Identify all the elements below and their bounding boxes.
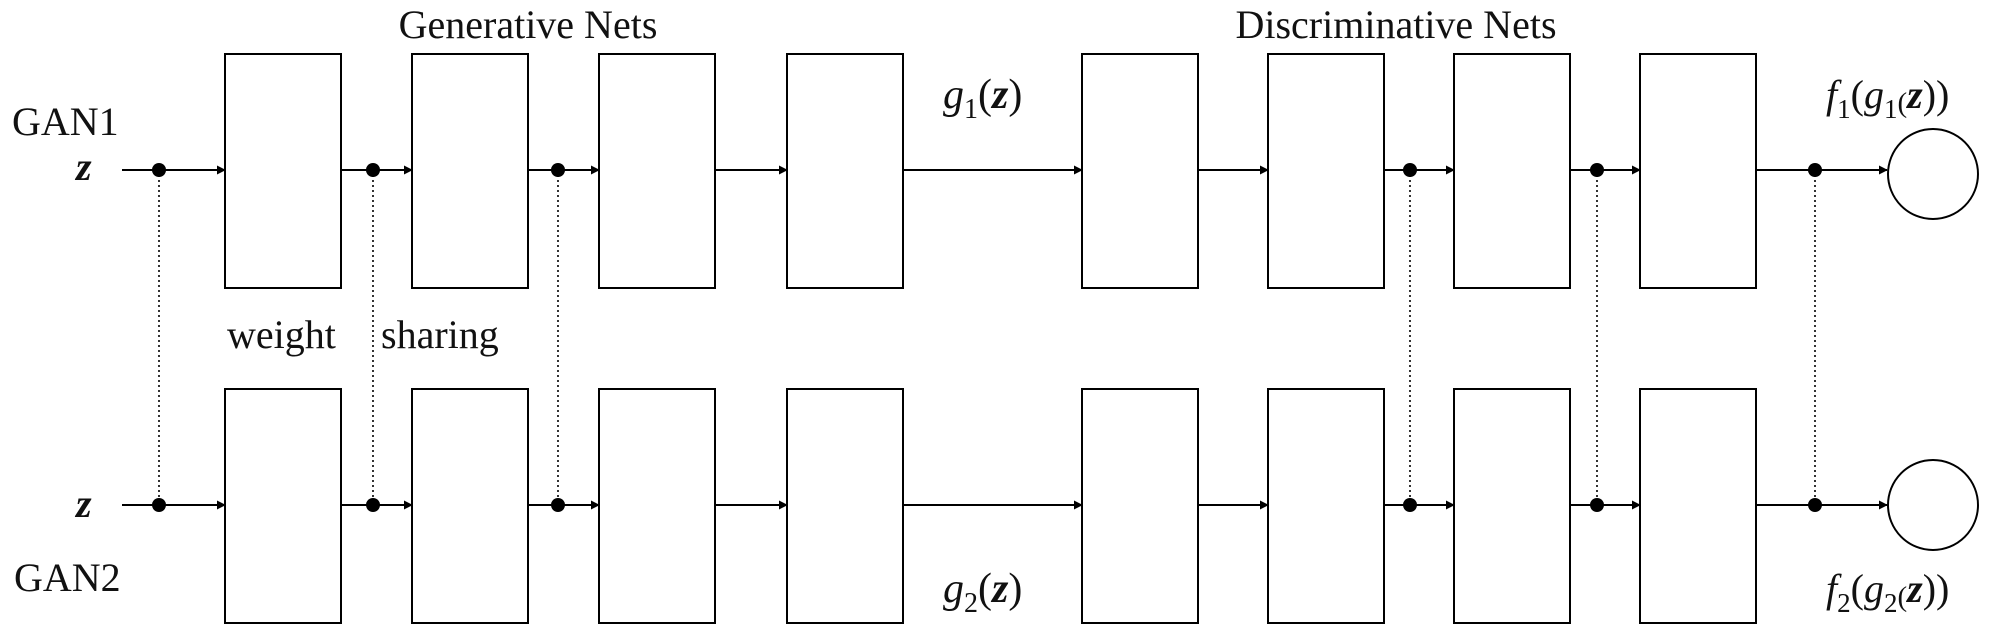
gan1-generator-layer-4 (786, 53, 904, 289)
gan1-discriminator-layer-4 (1639, 53, 1757, 289)
gan1-generator-layer-3 (598, 53, 716, 289)
gan2-generator-layer-4 (786, 388, 904, 624)
gan2-label: GAN2 (14, 555, 121, 600)
gan1-label: GAN1 (12, 99, 119, 144)
junction-dot (1808, 498, 1822, 512)
gan1-generator-output-label: g1(z) (943, 72, 1022, 125)
weight-label: weight (227, 312, 336, 357)
gan1-layers (224, 53, 1757, 289)
gan1-discriminator-output-label: f1(g1(z)) (1826, 72, 1949, 124)
gan2-discriminator-output-node (1887, 459, 1979, 551)
gan2-discriminator-layer-4 (1639, 388, 1757, 624)
junction-dot (1590, 163, 1604, 177)
weight-sharing-links (158, 170, 1816, 505)
gan2-generator-layer-2 (411, 388, 529, 624)
discriminative-nets-title: Discriminative Nets (1235, 2, 1556, 47)
gan1-input-z: z (74, 144, 92, 189)
gan2-discriminator-output-label: f2(g2(z)) (1826, 566, 1949, 618)
junction-dot (152, 163, 166, 177)
junction-dot (152, 498, 166, 512)
gan1-discriminator-layer-1 (1081, 53, 1199, 289)
gan1-discriminator-layer-2 (1267, 53, 1385, 289)
junction-dot (1403, 163, 1417, 177)
gan2-discriminator-layer-3 (1453, 388, 1571, 624)
junction-dot (551, 163, 565, 177)
gan2-generator-layer-1 (224, 388, 342, 624)
gan2-layers (224, 388, 1757, 624)
junction-dot (551, 498, 565, 512)
gan1-generator-layer-1 (224, 53, 342, 289)
gan2-input-z: z (74, 481, 92, 526)
gan2-generator-output-label: g2(z) (943, 566, 1022, 619)
junction-dot (1403, 498, 1417, 512)
gan1-discriminator-layer-3 (1453, 53, 1571, 289)
gan1-generator-layer-2 (411, 53, 529, 289)
junction-dot (366, 163, 380, 177)
gan1-discriminator-output-node (1887, 128, 1979, 220)
junction-dot (1590, 498, 1604, 512)
gan2-discriminator-layer-2 (1267, 388, 1385, 624)
gan2-discriminator-layer-1 (1081, 388, 1199, 624)
generative-nets-title: Generative Nets (399, 2, 658, 47)
junction-dot (366, 498, 380, 512)
gan2-generator-layer-3 (598, 388, 716, 624)
junction-dot (1808, 163, 1822, 177)
sharing-label: sharing (381, 312, 499, 357)
junction-dots (152, 163, 1822, 512)
